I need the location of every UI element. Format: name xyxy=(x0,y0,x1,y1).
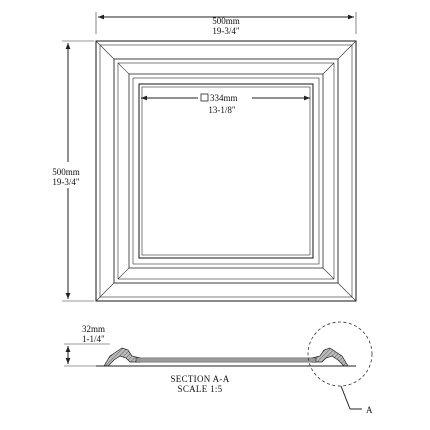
detail-circle-a: A xyxy=(307,321,373,415)
detail-label: A xyxy=(366,405,373,415)
section-scale: SCALE 1:5 xyxy=(178,384,223,394)
left-height-imperial: 19-3/4" xyxy=(52,177,79,187)
depth-imperial: 1-1/4" xyxy=(82,334,105,344)
top-width-dimension: 500mm 19-3/4" xyxy=(95,12,357,36)
left-height-metric: 500mm xyxy=(52,167,80,177)
section-title: SECTION A-A xyxy=(170,374,229,384)
opening-metric: 334mm xyxy=(210,93,238,103)
depth-metric: 32mm xyxy=(82,324,105,334)
top-width-metric: 500mm xyxy=(212,16,240,26)
opening-dimension: 334mm 13-1/8" xyxy=(141,93,310,115)
top-width-imperial: 19-3/4" xyxy=(212,26,239,36)
section-caption: SECTION A-A SCALE 1:5 xyxy=(170,374,229,394)
section-profile: 32mm 1-1/4" xyxy=(64,324,356,367)
frame-plan-view xyxy=(95,40,357,302)
left-height-dimension: 500mm 19-3/4" xyxy=(52,40,94,302)
square-symbol-icon xyxy=(200,93,209,102)
opening-imperial: 13-1/8" xyxy=(208,105,235,115)
